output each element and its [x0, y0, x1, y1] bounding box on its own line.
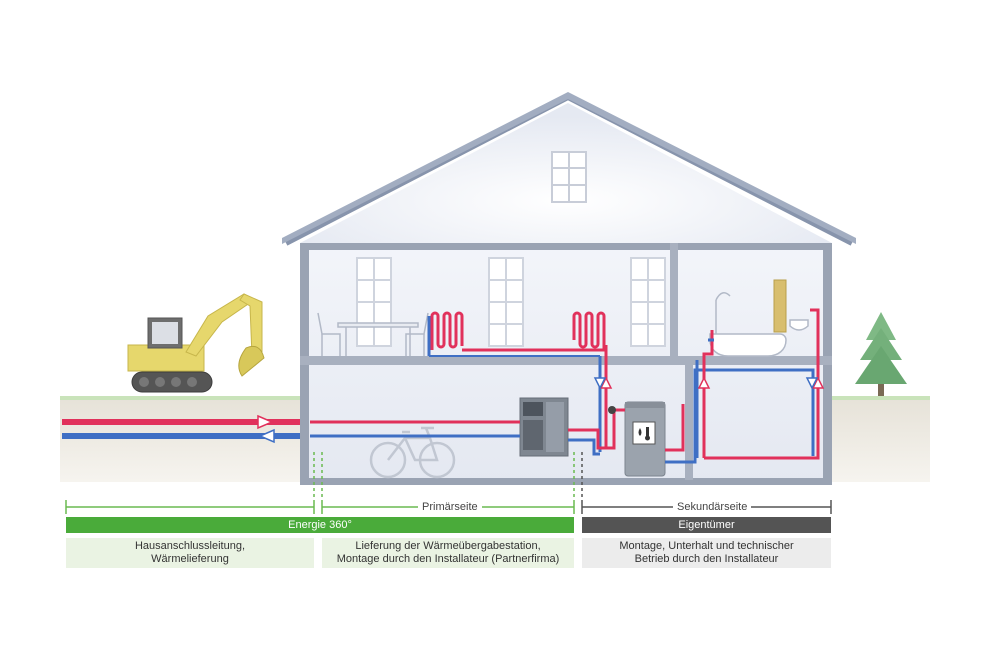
montage-line-2: Betrieb durch den Installateur [635, 553, 779, 566]
lieferung-line-2: Montage durch den Installateur (Partnerf… [337, 553, 560, 566]
secondary-side-label: Sekundärseite [673, 501, 751, 513]
hausanschluss-line-2: Wärmelieferung [151, 553, 229, 566]
montage-box: Montage, Unterhalt und technischer Betri… [582, 538, 831, 568]
montage-line-1: Montage, Unterhalt und technischer [619, 540, 793, 553]
fir-tree-icon [855, 312, 907, 396]
house [282, 92, 856, 485]
energie-360-bar: Energie 360° [66, 517, 574, 533]
hausanschluss-line-1: Hausanschlussleitung, [135, 540, 245, 553]
excavator-icon [128, 294, 264, 392]
hausanschluss-box: Hausanschlussleitung, Wärmelieferung [66, 538, 314, 568]
attic-window [552, 152, 586, 202]
water-heater-icon [625, 402, 665, 476]
lieferung-box: Lieferung der Wärmeübergabestation, Mont… [322, 538, 574, 568]
heat-exchanger-station-icon [520, 398, 568, 456]
primary-side-label: Primärseite [418, 501, 482, 513]
lieferung-line-1: Lieferung der Wärmeübergabestation, [355, 540, 540, 553]
eigentuemer-bar: Eigentümer [582, 517, 831, 533]
